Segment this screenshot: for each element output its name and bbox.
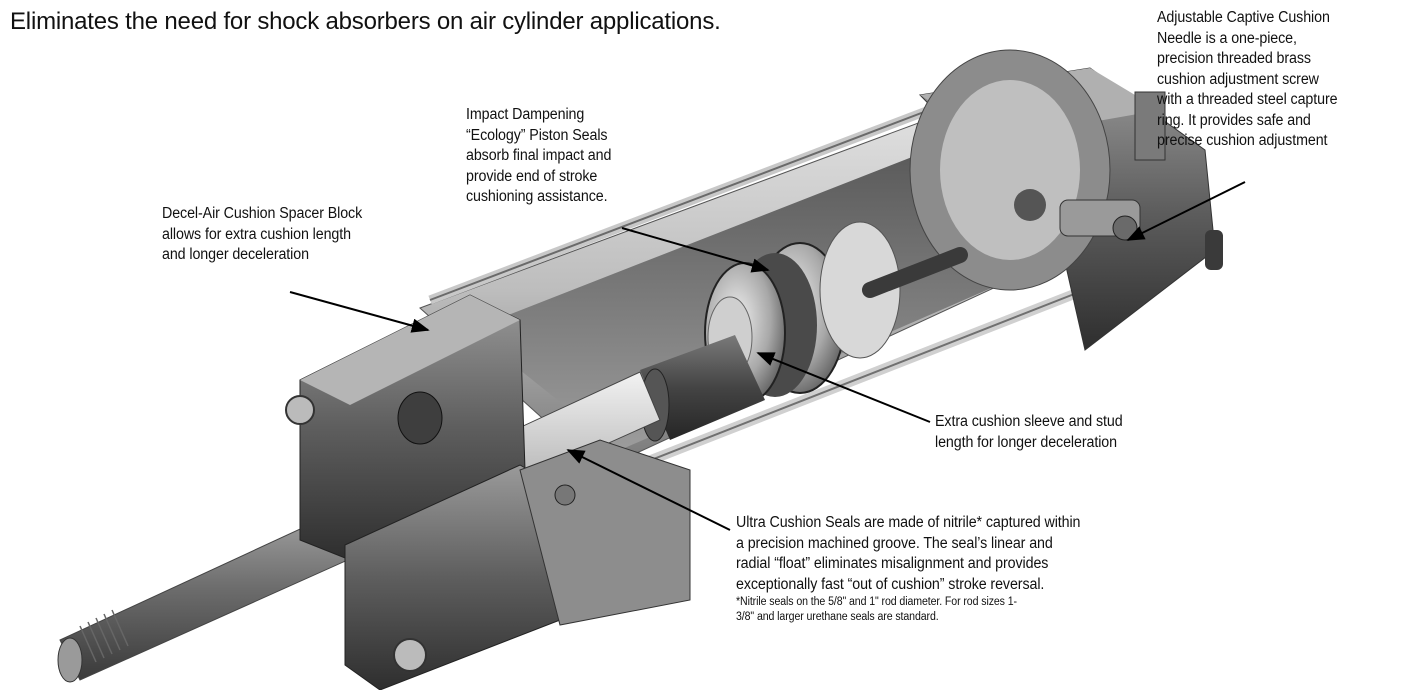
callout-line: Needle is a one-piece,: [1157, 29, 1297, 47]
callout-line: Adjustable Captive Cushion: [1157, 9, 1330, 26]
callout-cushion-needle: Adjustable Captive Cushion Needle is a o…: [1157, 8, 1338, 152]
callout-line: cushion adjustment screw: [1157, 70, 1319, 88]
arrow-cushion-sleeve: [756, 352, 931, 423]
callout-line: and longer deceleration: [162, 246, 309, 263]
headline: Eliminates the need for shock absorbers …: [10, 8, 721, 35]
callout-line: allows for extra cushion length: [162, 225, 351, 243]
callout-line: provide end of stroke: [466, 167, 598, 185]
arrow-needle: [1126, 181, 1246, 241]
callout-line: radial “float” eliminates misalignment a…: [736, 555, 1049, 572]
footnote-line: *Nitrile seals on the 5/8" and 1" rod di…: [736, 596, 1017, 608]
arrow-spacer-block: [289, 291, 430, 333]
arrow-cushion-seals: [566, 449, 731, 531]
callout-line: precision threaded brass: [1157, 50, 1311, 67]
callout-line: “Ecology” Piston Seals: [466, 126, 608, 144]
callout-line: with a threaded steel capture: [1157, 91, 1338, 108]
arrow-piston-seals: [621, 227, 770, 273]
callout-line: exceptionally fast “out of cushion” stro…: [736, 575, 1045, 593]
footnote-line: 3/8" and larger urethane seals are stand…: [736, 611, 939, 623]
callout-line: length for longer deceleration: [935, 433, 1117, 451]
callout-line: Extra cushion sleeve and stud: [935, 413, 1123, 430]
leader-lines: [289, 181, 1246, 531]
callout-line: precise cushion adjustment: [1157, 132, 1328, 149]
callout-piston-seals: Impact Dampening “Ecology” Piston Seals …: [466, 105, 611, 208]
rear-end-cap: [909, 49, 1223, 351]
callout-line: Ultra Cushion Seals are made of nitrile*…: [736, 514, 1081, 531]
front-head-block: [285, 294, 691, 690]
callout-cushion-sleeve: Extra cushion sleeve and stud length for…: [935, 412, 1123, 453]
callout-line: absorb final impact and: [466, 147, 612, 164]
callout-line: Decel-Air Cushion Spacer Block: [162, 205, 363, 222]
callout-cushion-seals: Ultra Cushion Seals are made of nitrile*…: [736, 513, 1080, 625]
callout-line: Impact Dampening: [466, 106, 585, 123]
callout-line: a precision machined groove. The seal’s …: [736, 534, 1053, 552]
callout-line: cushioning assistance.: [466, 188, 608, 205]
callout-line: ring. It provides safe and: [1157, 111, 1311, 129]
callout-spacer-block: Decel-Air Cushion Spacer Block allows fo…: [162, 204, 362, 266]
